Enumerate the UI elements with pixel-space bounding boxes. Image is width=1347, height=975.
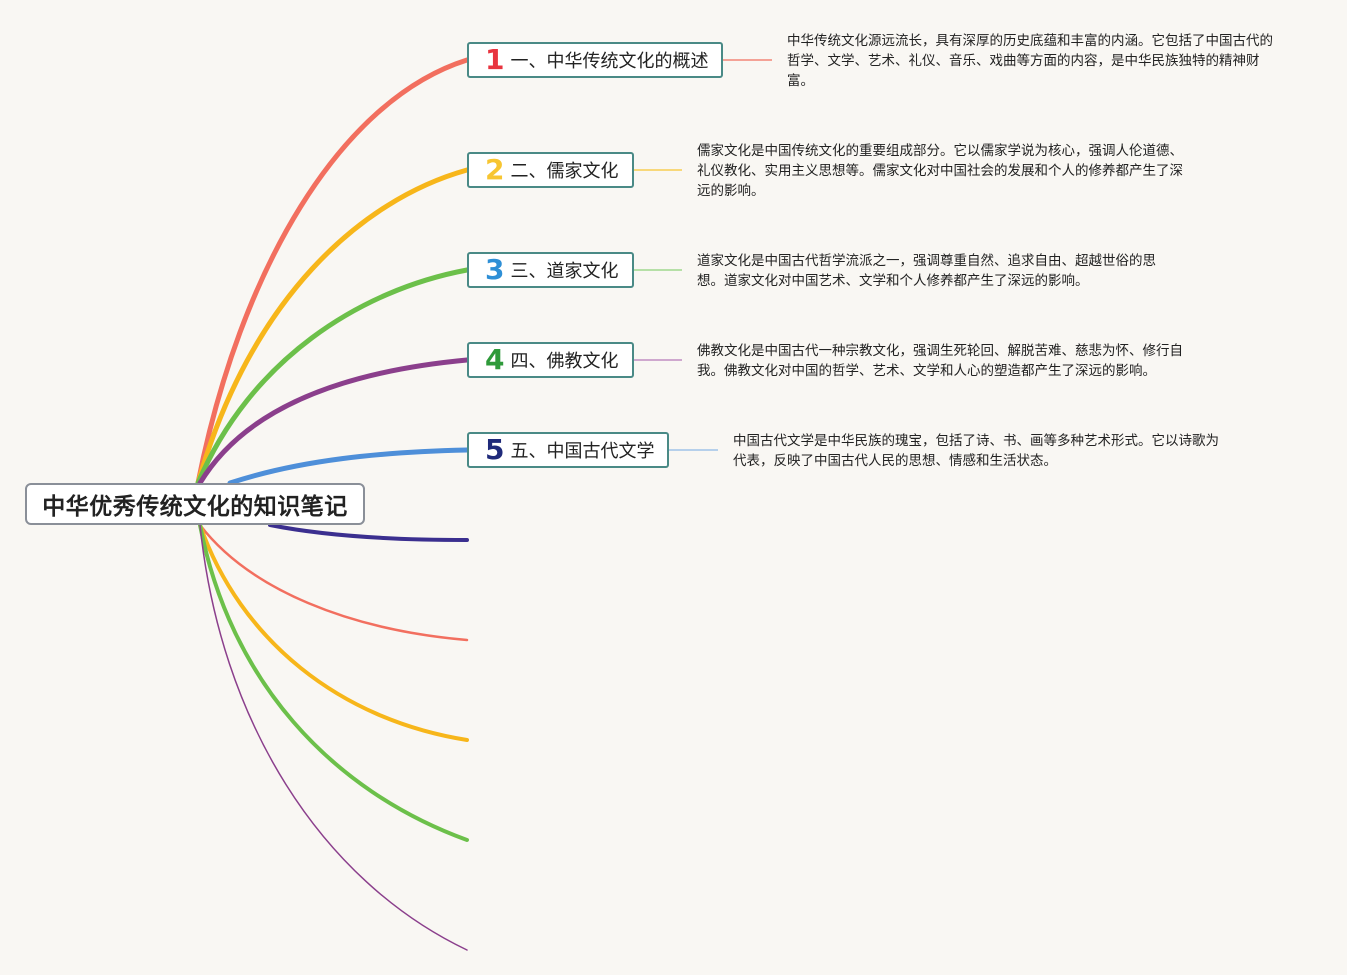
branch-number-5: 5 bbox=[485, 433, 505, 466]
branch-connector-1 bbox=[195, 57, 470, 486]
empty-branch-purple bbox=[199, 524, 468, 951]
branch-description-2: 儒家文化是中国传统文化的重要组成部分。它以儒家学说为核心，强调人伦道德、礼仪教化… bbox=[697, 143, 1183, 199]
empty-branch-green bbox=[198, 523, 469, 842]
branch-connector-2 bbox=[195, 167, 470, 486]
branch-label-4: 四、佛教文化 bbox=[510, 351, 619, 372]
branch-node-2[interactable]: 2 二、儒家文化 bbox=[467, 152, 634, 188]
branch-number-2: 2 bbox=[485, 153, 505, 186]
empty-branch-navy bbox=[268, 523, 469, 542]
branch-connector-4 bbox=[197, 357, 470, 486]
branch-label-2: 二、儒家文化 bbox=[510, 161, 619, 182]
branch-connector-3 bbox=[195, 267, 470, 486]
branch-number-4: 4 bbox=[485, 343, 505, 376]
central-topic[interactable]: 中华优秀传统文化的知识笔记 bbox=[25, 483, 365, 525]
branch-description-1: 中华传统文化源远流长，具有深厚的历史底蕴和丰富的内涵。它包括了中国古代的哲学、文… bbox=[787, 33, 1273, 89]
branch-number-1: 1 bbox=[485, 43, 505, 76]
branch-label-1: 一、中华传统文化的概述 bbox=[510, 51, 709, 72]
branch-label-3: 三、道家文化 bbox=[510, 261, 619, 282]
branch-node-1[interactable]: 1 一、中华传统文化的概述 bbox=[467, 42, 723, 78]
branch-node-3[interactable]: 3 三、道家文化 bbox=[467, 252, 634, 288]
branch-number-3: 3 bbox=[485, 253, 505, 286]
branch-node-5[interactable]: 5 五、中国古代文学 bbox=[467, 432, 669, 468]
branch-description-4: 佛教文化是中国古代一种宗教文化，强调生死轮回、解脱苦难、慈悲为怀、修行自我。佛教… bbox=[697, 343, 1183, 379]
branch-node-4[interactable]: 4 四、佛教文化 bbox=[467, 342, 634, 378]
empty-branch-red bbox=[198, 523, 469, 642]
branch-label-5: 五、中国古代文学 bbox=[510, 441, 655, 462]
empty-branch-yellow bbox=[198, 523, 469, 742]
branch-connector-5 bbox=[227, 447, 470, 486]
branch-description-5: 中国古代文学是中华民族的瑰宝，包括了诗、书、画等多种艺术形式。它以诗歌为代表，反… bbox=[733, 433, 1219, 469]
branch-description-3: 道家文化是中国古代哲学流派之一，强调尊重自然、追求自由、超越世俗的思想。道家文化… bbox=[697, 253, 1156, 289]
